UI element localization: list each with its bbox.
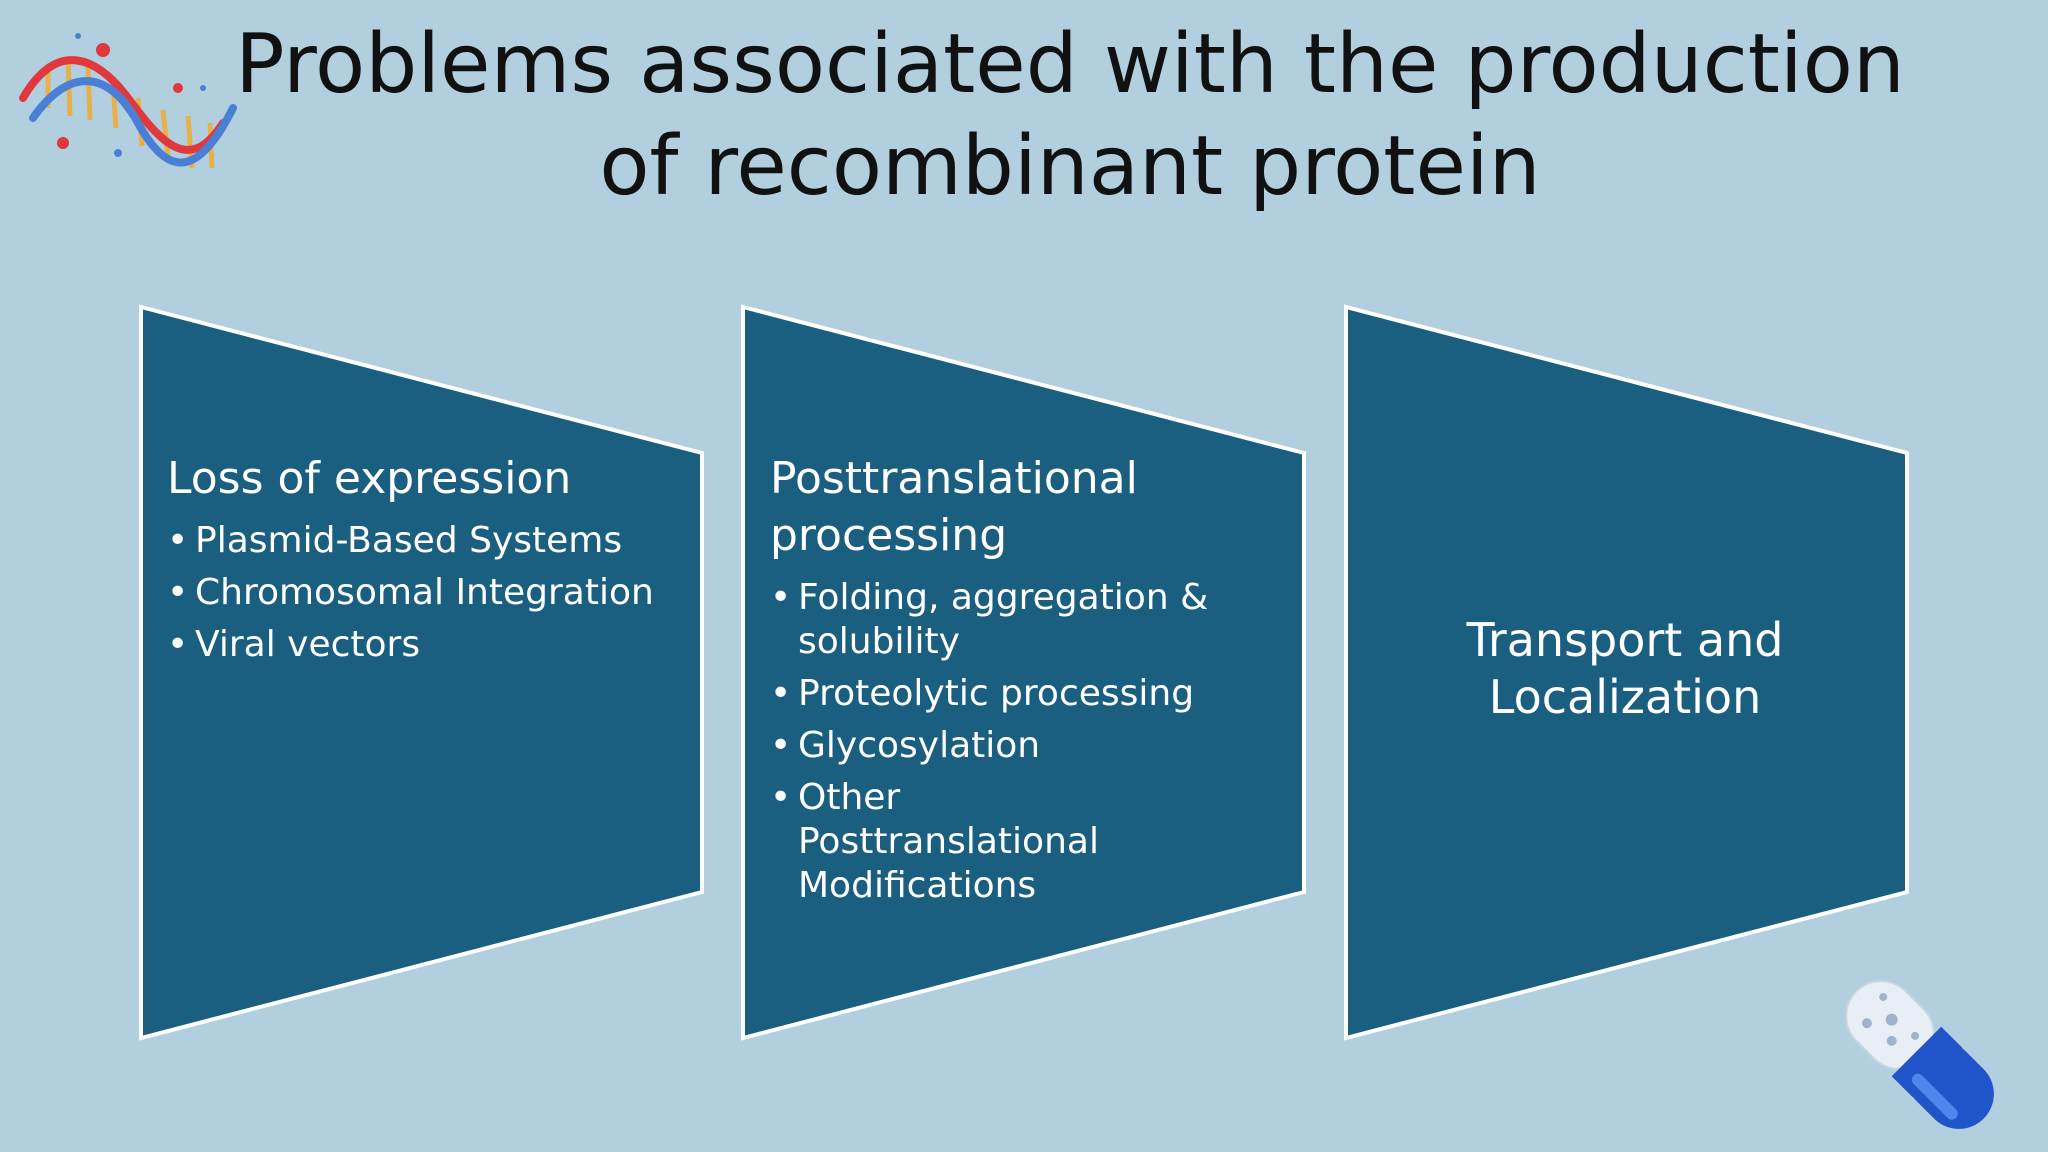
panel-1: Loss of expression Plasmid-Based Systems… bbox=[167, 450, 687, 675]
list-item: Other Posttranslational Modifications bbox=[770, 776, 1210, 908]
list-item: Viral vectors bbox=[167, 623, 687, 667]
list-item: Plasmid-Based Systems bbox=[167, 519, 687, 563]
list-item: Folding, aggregation & solubility bbox=[770, 576, 1210, 664]
panel-2-bullets: Folding, aggregation & solubility Proteo… bbox=[770, 576, 1210, 908]
slide-title: Problems associated with the production … bbox=[235, 17, 1905, 214]
list-item: Chromosomal Integration bbox=[167, 571, 687, 615]
dna-helix-icon bbox=[19, 33, 237, 169]
list-item: Glycosylation bbox=[770, 724, 1210, 768]
panel-1-bullets: Plasmid-Based Systems Chromosomal Integr… bbox=[167, 519, 687, 667]
list-item: Proteolytic processing bbox=[770, 672, 1210, 716]
capsule-pill-icon bbox=[1845, 980, 1994, 1129]
panel-shape-3 bbox=[1344, 304, 1909, 1041]
panel-3-heading: Transport and Localization bbox=[1466, 613, 1784, 724]
panel-2-heading: Posttranslational processing bbox=[770, 453, 1138, 561]
panel-1-heading: Loss of expression bbox=[167, 453, 572, 504]
panel-shape-1 bbox=[139, 304, 704, 1041]
panel-2: Posttranslational processing Folding, ag… bbox=[770, 450, 1210, 916]
